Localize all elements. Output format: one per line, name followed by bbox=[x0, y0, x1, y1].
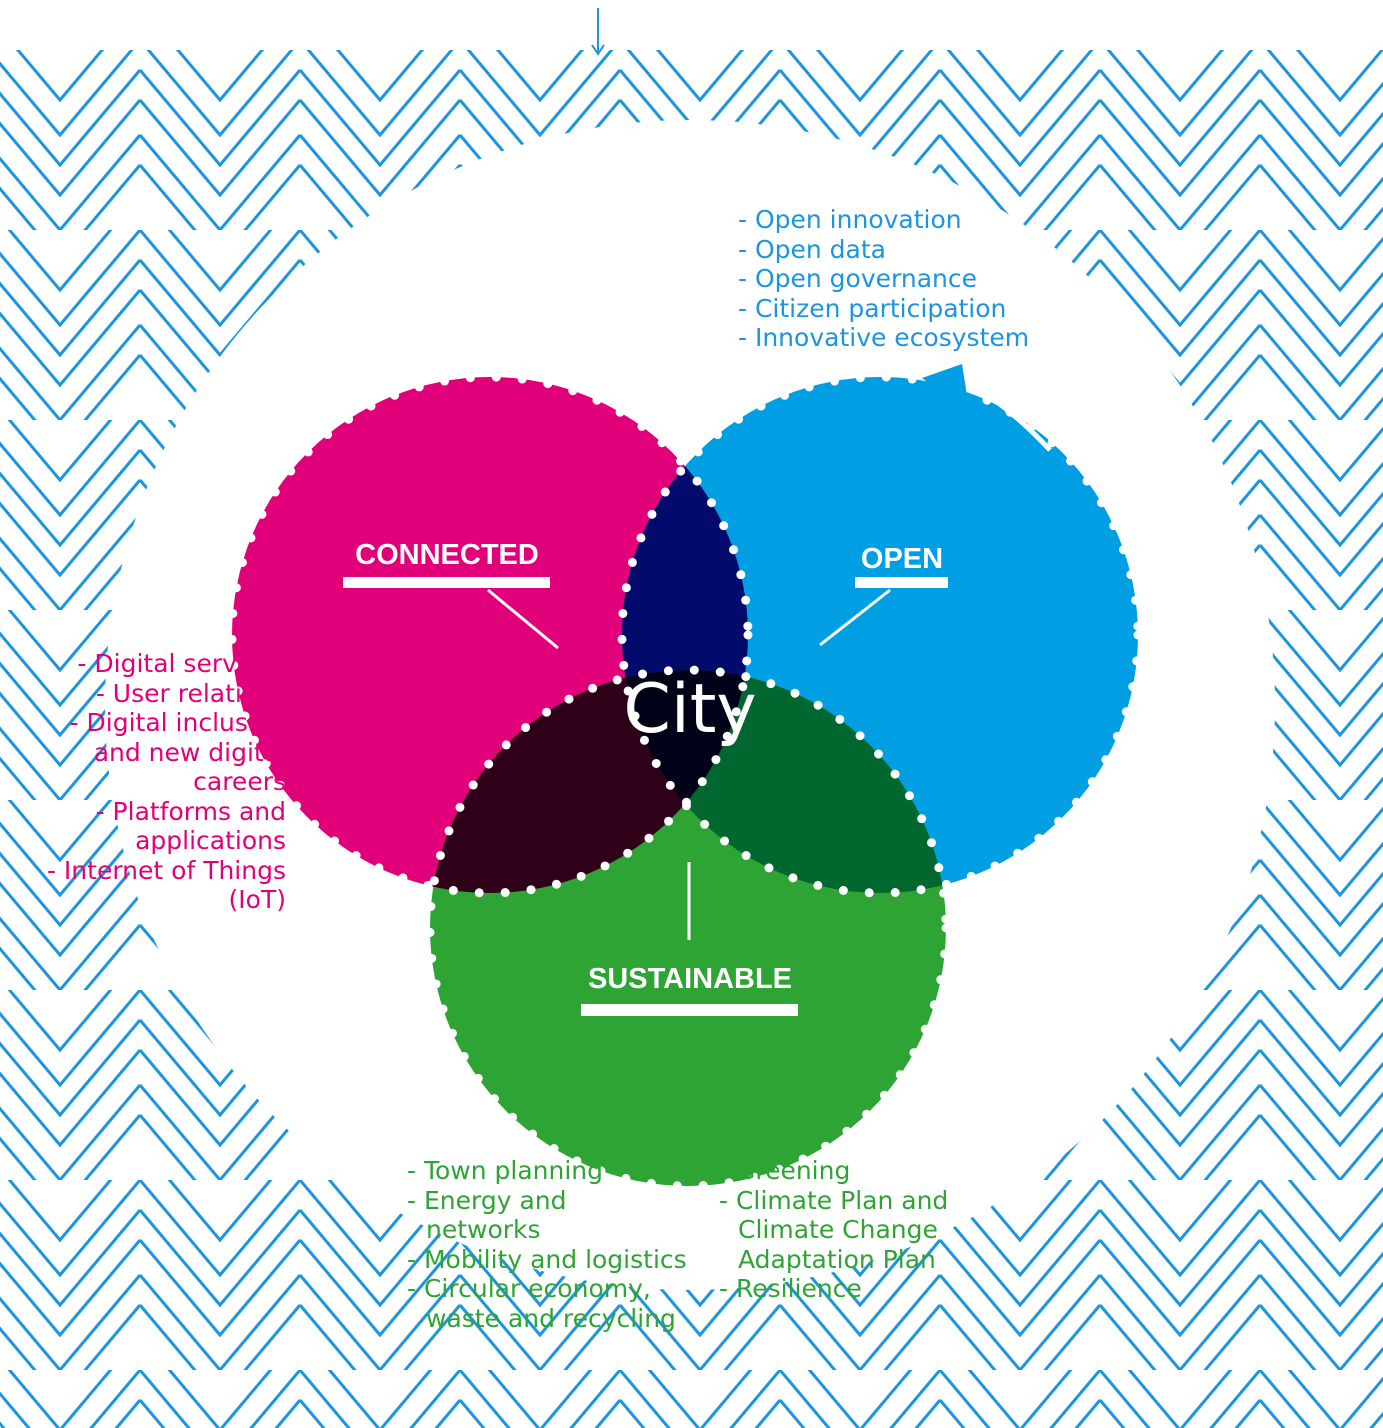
connected-arrow-icon bbox=[296, 742, 346, 808]
connected-items-list: - Digital services- User relations- Digi… bbox=[40, 649, 286, 915]
sustainable-items-list-left: - Town planning- Energy and networks- Mo… bbox=[407, 1156, 687, 1333]
list-item: - Open data bbox=[738, 234, 886, 264]
list-item: - Digital services bbox=[77, 649, 286, 678]
open-title: OPEN bbox=[861, 543, 943, 575]
list-item: - Mobility and logistics bbox=[407, 1244, 687, 1274]
sustainable-arrow-icon bbox=[578, 1118, 648, 1158]
list-item: - Internet of Things (IoT) bbox=[46, 855, 286, 915]
list-item: - Greening bbox=[719, 1156, 851, 1185]
open-sustainable-overlap bbox=[622, 670, 946, 893]
sustainable-items-list-right: - Greening- Climate Plan and Climate Cha… bbox=[719, 1156, 949, 1304]
cycle-arrows bbox=[904, 347, 1052, 452]
connected-title-underline bbox=[343, 577, 550, 588]
connected-sustainable-overlap bbox=[430, 670, 748, 893]
list-item: - Open governance bbox=[738, 264, 978, 293]
connected-title: CONNECTED bbox=[355, 539, 539, 571]
list-item: - Digital inclusion and new digital care… bbox=[69, 708, 286, 796]
list-item: - Citizen participation bbox=[738, 293, 1007, 323]
list-item: - Climate Plan and Climate Change Adapta… bbox=[719, 1185, 949, 1274]
list-item: - Town planning bbox=[407, 1156, 604, 1185]
sustainable-title-underline bbox=[581, 1004, 798, 1016]
list-item: - Innovative ecosystem bbox=[738, 323, 1030, 352]
list-item: - Circular economy, waste and recycling bbox=[407, 1274, 676, 1333]
list-item: - User relations bbox=[95, 678, 286, 708]
list-item: - Open innovation bbox=[738, 205, 962, 234]
open-arrow-icon bbox=[922, 364, 970, 414]
down-arrow-icon bbox=[591, 8, 605, 56]
center-label: City bbox=[623, 670, 756, 749]
connector-lines bbox=[487, 588, 891, 940]
sustainable-title: SUSTAINABLE bbox=[588, 963, 792, 995]
list-item: - Platforms and applications bbox=[95, 796, 286, 856]
list-item: - Resilience bbox=[719, 1274, 862, 1303]
open-title-underline bbox=[855, 577, 948, 588]
open-items-list: - Open innovation- Open data- Open gover… bbox=[738, 205, 1029, 353]
list-item: - Energy and networks bbox=[407, 1185, 567, 1245]
